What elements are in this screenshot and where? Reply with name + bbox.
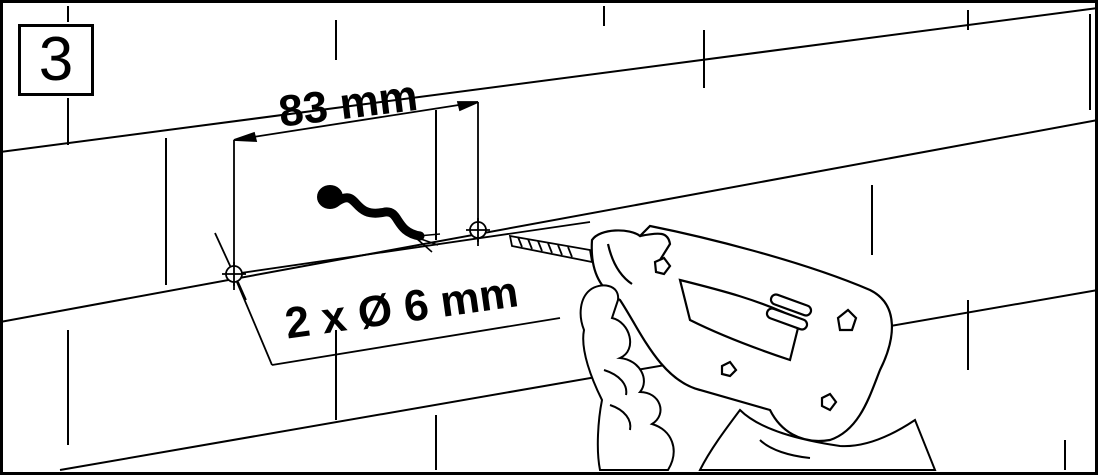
brick-wall [0, 6, 1098, 471]
hand-icon [579, 284, 937, 471]
step-number: 3 [38, 25, 74, 94]
step-number-box: 3 [18, 24, 94, 96]
drill-icon [590, 224, 894, 443]
hole-marker-right [466, 218, 490, 242]
cable-icon [317, 185, 441, 253]
drill-bit-icon [508, 234, 594, 264]
hole-marker-left [222, 262, 246, 286]
